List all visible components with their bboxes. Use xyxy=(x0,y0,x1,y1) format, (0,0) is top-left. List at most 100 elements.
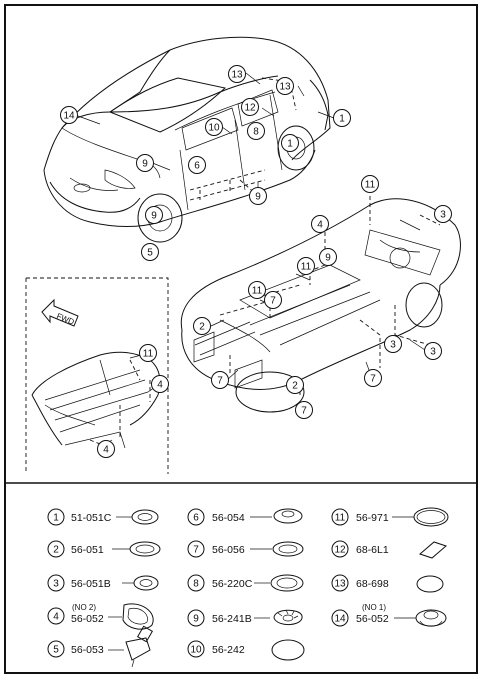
callout-11: 11 xyxy=(248,281,266,299)
callout-3: 3 xyxy=(424,342,442,360)
callout-4: 4 xyxy=(97,440,115,458)
svg-text:12: 12 xyxy=(334,545,346,556)
svg-text:9: 9 xyxy=(325,253,331,264)
svg-text:56-051B: 56-051B xyxy=(71,578,111,590)
svg-text:4: 4 xyxy=(317,220,323,231)
callout-1: 1 xyxy=(333,109,351,127)
svg-text:11: 11 xyxy=(365,180,376,191)
svg-text:56-056: 56-056 xyxy=(212,544,245,556)
svg-text:9: 9 xyxy=(151,211,157,222)
svg-text:7: 7 xyxy=(301,406,307,417)
callout-9: 9 xyxy=(136,154,154,172)
svg-text:56-052: 56-052 xyxy=(356,613,389,625)
svg-text:56-054: 56-054 xyxy=(212,512,245,524)
svg-text:13: 13 xyxy=(279,82,291,93)
svg-text:2: 2 xyxy=(292,381,298,392)
legend-item-9: 9 56-241B xyxy=(187,609,303,627)
parts-legend: 1 51-051C 2 56-051 3 56-051B 4 (NO 2) 56… xyxy=(47,507,449,668)
svg-text:4: 4 xyxy=(103,445,109,456)
svg-text:9: 9 xyxy=(193,614,199,625)
svg-text:1: 1 xyxy=(53,513,59,524)
svg-text:14: 14 xyxy=(63,111,75,122)
svg-text:3: 3 xyxy=(440,210,446,221)
svg-text:56-241B: 56-241B xyxy=(212,613,252,625)
callout-11: 11 xyxy=(297,257,315,275)
legend-item-2: 2 56-051 xyxy=(47,540,161,558)
callout-4: 4 xyxy=(311,215,329,233)
svg-text:11: 11 xyxy=(301,262,312,273)
callout-7: 7 xyxy=(364,369,382,387)
svg-text:9: 9 xyxy=(255,192,261,203)
svg-text:7: 7 xyxy=(193,545,199,556)
svg-text:56-971: 56-971 xyxy=(356,512,389,524)
callout-7: 7 xyxy=(264,291,282,309)
svg-text:68-698: 68-698 xyxy=(356,578,389,590)
svg-text:10: 10 xyxy=(190,645,202,656)
svg-text:13: 13 xyxy=(334,579,346,590)
svg-text:68-6L1: 68-6L1 xyxy=(356,544,389,556)
callout-8: 8 xyxy=(247,122,265,140)
svg-text:10: 10 xyxy=(208,123,220,134)
svg-text:56-242: 56-242 xyxy=(212,644,245,656)
callout-13: 13 xyxy=(228,65,246,83)
svg-text:1: 1 xyxy=(287,139,293,150)
svg-text:12: 12 xyxy=(244,103,256,114)
callout-5: 5 xyxy=(141,243,159,261)
callout-13: 13 xyxy=(276,77,294,95)
svg-text:6: 6 xyxy=(193,513,199,524)
callout-7: 7 xyxy=(295,401,313,419)
svg-text:4: 4 xyxy=(157,380,163,391)
callout-1: 1 xyxy=(281,134,299,152)
svg-text:56-052: 56-052 xyxy=(71,613,104,625)
svg-text:3: 3 xyxy=(430,347,436,358)
svg-text:8: 8 xyxy=(193,579,199,590)
callout-3: 3 xyxy=(384,335,402,353)
svg-text:51-051C: 51-051C xyxy=(71,512,112,524)
legend-item-11: 11 56-971 xyxy=(331,507,449,527)
svg-text:5: 5 xyxy=(147,248,153,259)
callout-11: 11 xyxy=(139,344,157,362)
svg-text:1: 1 xyxy=(339,114,345,125)
svg-text:2: 2 xyxy=(53,545,59,556)
legend-item-8: 8 56-220C xyxy=(187,574,304,592)
svg-text:(NO 2): (NO 2) xyxy=(72,603,96,612)
legend-item-13: 13 68-698 xyxy=(331,574,444,593)
legend-item-14: 14 (NO 1) 56-052 xyxy=(331,603,447,627)
callout-2: 2 xyxy=(286,376,304,394)
fwd-arrow-icon xyxy=(41,298,79,327)
svg-text:7: 7 xyxy=(217,376,223,387)
callout-2: 2 xyxy=(193,317,211,335)
svg-text:2: 2 xyxy=(199,322,205,333)
callout-14: 14 xyxy=(60,106,78,124)
callout-7: 7 xyxy=(211,371,229,389)
svg-text:56-051: 56-051 xyxy=(71,544,104,556)
svg-text:3: 3 xyxy=(53,579,59,590)
svg-text:56-220C: 56-220C xyxy=(212,578,253,590)
svg-text:9: 9 xyxy=(142,159,148,170)
legend-item-1: 1 51-051C xyxy=(47,508,159,526)
legend-item-3: 3 56-051B xyxy=(47,574,159,592)
legend-item-4: 4 (NO 2) 56-052 xyxy=(47,603,154,630)
car-illustration xyxy=(43,36,331,243)
callout-9: 9 xyxy=(145,206,163,224)
svg-text:8: 8 xyxy=(253,127,259,138)
callout-6: 6 xyxy=(188,156,206,174)
callout-4: 4 xyxy=(151,375,169,393)
legend-item-6: 6 56-054 xyxy=(187,508,303,526)
callout-11: 11 xyxy=(361,175,379,193)
inset-illustration: FWD xyxy=(25,277,169,474)
svg-text:13: 13 xyxy=(231,70,243,81)
callouts: 14 13 13 12 10 8 1 1 9 6 9 9 5 11 3 4 9 … xyxy=(60,65,452,458)
svg-text:(NO 1): (NO 1) xyxy=(362,603,386,612)
svg-text:4: 4 xyxy=(53,612,59,623)
callout-10: 10 xyxy=(205,118,223,136)
callout-12: 12 xyxy=(241,98,259,116)
legend-item-7: 7 56-056 xyxy=(187,540,304,558)
svg-text:11: 11 xyxy=(143,349,154,360)
svg-text:14: 14 xyxy=(334,614,346,625)
legend-item-10: 10 56-242 xyxy=(187,639,305,661)
svg-text:56-053: 56-053 xyxy=(71,644,104,656)
page-frame xyxy=(4,4,478,674)
svg-text:7: 7 xyxy=(370,374,376,385)
svg-text:5: 5 xyxy=(53,645,59,656)
